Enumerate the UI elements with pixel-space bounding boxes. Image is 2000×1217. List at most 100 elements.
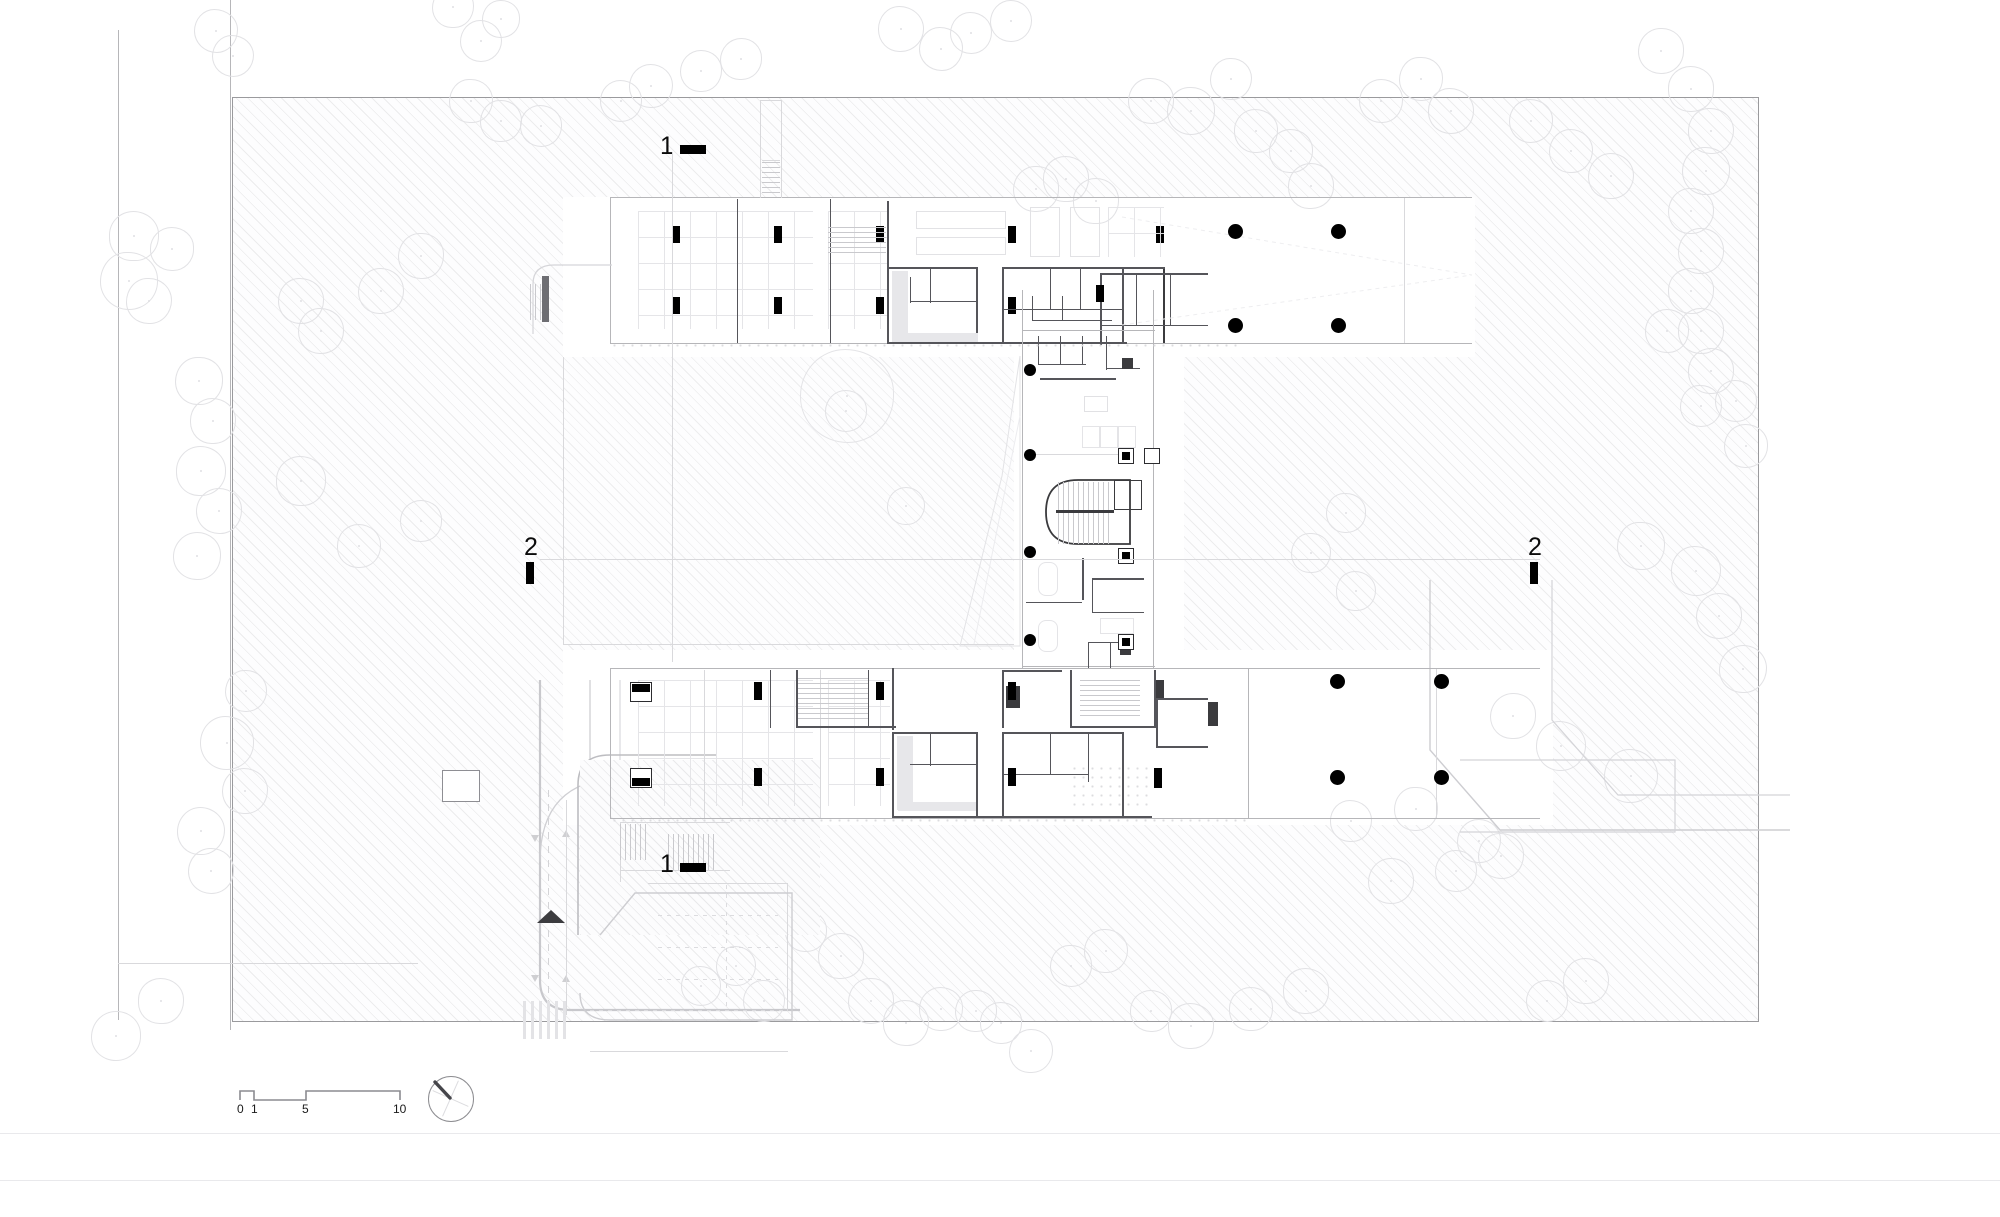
tree-canopy bbox=[520, 105, 562, 147]
drive-entry-arrow bbox=[537, 910, 565, 923]
tree-canopy bbox=[629, 64, 673, 108]
site-boundary-right bbox=[1758, 97, 1759, 1022]
tree-canopy bbox=[1680, 385, 1722, 427]
tree-canopy bbox=[138, 978, 184, 1024]
north-link bbox=[1022, 290, 1155, 332]
tree-canopy bbox=[1167, 87, 1215, 135]
tree-canopy bbox=[1291, 533, 1331, 573]
tree-canopy bbox=[1394, 787, 1438, 831]
pedestrian-crossing bbox=[523, 1001, 571, 1039]
roof-stack bbox=[760, 100, 782, 198]
road-edge-1 bbox=[0, 1133, 2000, 1135]
south-wing-east-end bbox=[1150, 668, 1255, 820]
terrace-column bbox=[1331, 318, 1346, 333]
section-line-1-top bbox=[672, 152, 673, 662]
tree-canopy bbox=[743, 980, 785, 1022]
tree-canopy bbox=[188, 848, 234, 894]
drive-arrow-down-2 bbox=[531, 975, 539, 982]
site-boundary-left bbox=[232, 97, 233, 1022]
courtyard-edge-left bbox=[563, 355, 564, 645]
site-boundary-top bbox=[232, 97, 1759, 98]
tree-canopy bbox=[1549, 129, 1593, 173]
entry-plaza-outline bbox=[579, 892, 793, 1021]
south-wing-seating bbox=[638, 680, 813, 806]
scale-tick-5: 5 bbox=[302, 1102, 309, 1116]
tree-canopy bbox=[196, 488, 242, 534]
north-wing-seating bbox=[638, 211, 813, 329]
tree-canopy bbox=[1588, 153, 1634, 199]
section-marker-label: 2 bbox=[1528, 533, 1542, 561]
tree-canopy bbox=[1490, 693, 1536, 739]
tree-canopy bbox=[276, 456, 326, 506]
tree-canopy bbox=[955, 990, 997, 1032]
north-terrace bbox=[1121, 197, 1473, 345]
north-wing bbox=[610, 197, 1237, 345]
tree-canopy bbox=[1399, 57, 1443, 101]
tree-canopy bbox=[1724, 424, 1768, 468]
tree-canopy bbox=[1668, 66, 1714, 112]
tree-canopy bbox=[878, 6, 924, 52]
conference-table-1 bbox=[916, 211, 1006, 229]
tree-canopy bbox=[1668, 188, 1714, 234]
scale-tick-10: 10 bbox=[393, 1102, 407, 1116]
tree-canopy bbox=[1617, 522, 1665, 570]
tree-canopy bbox=[1526, 980, 1568, 1022]
parking-bays-lower bbox=[590, 1010, 788, 1052]
road-edge-2 bbox=[0, 1180, 2000, 1182]
central-wing bbox=[1022, 330, 1160, 668]
tree-canopy bbox=[818, 933, 864, 979]
north-wing-stair bbox=[828, 227, 886, 257]
tree-canopy bbox=[126, 278, 172, 324]
east-plaza-outline bbox=[1429, 580, 1790, 831]
tree-canopy bbox=[1428, 88, 1474, 134]
tree-canopy bbox=[358, 268, 404, 314]
section-tick bbox=[680, 863, 706, 872]
tree-canopy bbox=[1696, 593, 1742, 639]
tree-canopy bbox=[1719, 645, 1767, 693]
tree-canopy bbox=[398, 233, 444, 279]
tree-canopy bbox=[848, 978, 894, 1024]
tree-canopy bbox=[177, 807, 225, 855]
spine-column bbox=[1024, 449, 1036, 461]
tree-canopy bbox=[716, 946, 756, 986]
drive-arrow-down-1 bbox=[531, 835, 539, 842]
north-arrow bbox=[428, 1076, 474, 1122]
tree-canopy bbox=[1009, 1029, 1053, 1073]
tree-canopy bbox=[1073, 178, 1119, 224]
tree-canopy bbox=[1435, 850, 1477, 892]
garden-wedge bbox=[959, 355, 1021, 647]
conference-table-3 bbox=[1030, 207, 1060, 257]
tree-canopy bbox=[1130, 990, 1172, 1032]
section-line-2 bbox=[540, 559, 1540, 560]
conference-table-2 bbox=[916, 237, 1006, 255]
tree-canopy bbox=[1638, 28, 1684, 74]
terrace-column bbox=[1228, 224, 1243, 239]
south-entry-stair bbox=[620, 822, 730, 882]
tree-canopy bbox=[337, 524, 381, 568]
scale-tick-1: 1 bbox=[251, 1102, 258, 1116]
tree-canopy bbox=[225, 670, 267, 712]
tree-canopy bbox=[1229, 987, 1273, 1031]
section-marker-label: 2 bbox=[524, 533, 538, 561]
south-wing bbox=[610, 668, 1250, 820]
tree-canopy bbox=[200, 716, 254, 770]
south-terrace bbox=[1250, 668, 1540, 820]
tree-canopy bbox=[1678, 228, 1724, 274]
tree-canopy bbox=[1563, 958, 1609, 1004]
terrace-column bbox=[1330, 674, 1345, 689]
scale-bar: 0 1 5 10 bbox=[237, 1088, 420, 1122]
north-wing-edge-dots bbox=[610, 341, 1237, 348]
tree-canopy bbox=[887, 487, 925, 525]
tree-canopy bbox=[190, 398, 236, 444]
context-line-left-1 bbox=[118, 30, 119, 1020]
tree-canopy bbox=[1359, 79, 1403, 123]
section-marker-label: 1 bbox=[660, 850, 674, 878]
spine-column bbox=[1024, 546, 1036, 558]
tree-canopy bbox=[1168, 1003, 1214, 1049]
tree-canopy bbox=[1457, 819, 1501, 863]
tree-canopy bbox=[1536, 721, 1586, 771]
tree-canopy bbox=[680, 50, 722, 92]
tree-canopy bbox=[1368, 858, 1414, 904]
terrace-column bbox=[1434, 770, 1449, 785]
conference-table-4 bbox=[1070, 207, 1100, 257]
